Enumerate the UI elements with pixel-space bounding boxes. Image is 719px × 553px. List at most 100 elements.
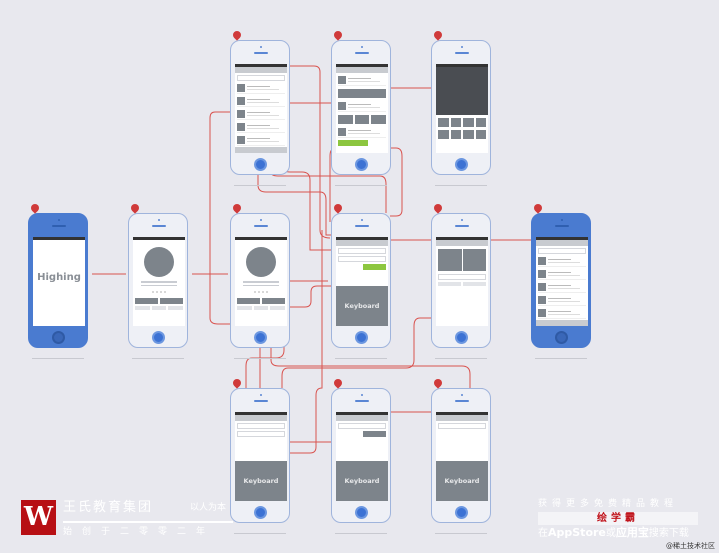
phone-feed [331,40,391,175]
caption-line [435,358,487,359]
speaker [355,400,369,402]
connector [272,65,331,239]
list-item [538,269,586,280]
phone-screen [436,237,488,326]
search-input[interactable] [538,248,586,254]
status-bar [436,237,488,240]
image [338,89,386,98]
login-button[interactable] [237,298,260,304]
nav-bar [436,415,488,421]
share-icon-tile [438,130,449,139]
list-item [237,109,285,120]
subtitle-line [548,313,581,316]
tab-bar [536,320,588,326]
thumbnail-placeholder [338,76,346,84]
speaker [254,52,268,54]
camera [461,394,463,396]
login-button[interactable] [135,298,158,304]
connector [270,322,471,388]
speaker [355,225,369,227]
title-line [548,310,571,313]
title-line [548,271,571,274]
thumbnail-placeholder [237,84,245,92]
caption-line [335,358,387,359]
dot [160,291,162,293]
caption-line [234,185,286,186]
register-button[interactable] [262,298,285,304]
progress-bar [338,140,368,146]
speaker [455,52,469,54]
promo-suffix: 搜索下载 [648,528,689,539]
home-button [455,506,468,519]
caption-line [234,533,286,534]
nav-bar [536,240,588,246]
avatar [462,249,486,271]
dot [156,291,158,293]
male [438,282,461,286]
home-button [52,331,65,344]
phone-reset: Keyboard [431,388,491,523]
list-item [237,135,285,146]
caption-line [535,358,587,359]
thumbnail-placeholder [338,128,346,136]
text-lines [348,128,386,136]
phone-intro [128,213,188,348]
speaker [52,225,66,227]
subtitle-line [247,88,280,91]
page-dots [235,291,287,293]
thumbnail-placeholder [538,257,546,265]
avatar [438,249,462,271]
caption-line [335,185,387,186]
title-line [548,297,571,300]
status-bar [235,64,287,67]
image-row [338,89,386,98]
image [338,115,353,124]
subtitle-line [548,300,581,303]
status-bar [336,237,388,240]
text-lines [548,296,586,304]
caption-line [435,533,487,534]
splash-title: Highing [37,272,81,283]
promo-prefix: 在 [538,528,548,539]
option [270,306,286,310]
phone-input [338,423,386,429]
phone-screen [436,64,488,153]
share-icon-tile [450,118,461,127]
dot [262,291,264,293]
search-input[interactable] [237,75,285,81]
title-line [348,129,371,132]
status-bar [436,412,488,415]
phone-screen: Keyboard [336,412,388,501]
password-input [338,256,386,262]
nav-bar [336,240,388,246]
speaker [555,225,569,227]
button-row [135,298,183,304]
phone-screen [235,64,287,153]
new-password-input [438,423,486,429]
camera [361,46,363,48]
text-lines [247,136,285,144]
subtitle-line [348,106,381,109]
phone-intro [230,213,290,348]
subtitle-line [247,114,280,117]
text-lines [548,309,586,317]
keyboard-placeholder: Keyboard [336,286,388,326]
phone-screen [536,237,588,326]
thumbnail-placeholder [237,97,245,105]
title-line [548,284,571,287]
image [354,115,370,124]
home-button [152,331,165,344]
subtitle-line [548,274,581,277]
text-line [243,284,279,286]
status-bar [33,237,85,240]
code-input [338,264,361,270]
subtitle-line [348,132,381,135]
thumbnail-placeholder [538,283,546,291]
register-button[interactable] [160,298,183,304]
connector [286,285,331,308]
phone-register: Keyboard [331,213,391,348]
option [168,306,184,310]
phone-screen [336,64,388,153]
promo-mid: 或 [605,528,616,539]
dot [266,291,268,293]
